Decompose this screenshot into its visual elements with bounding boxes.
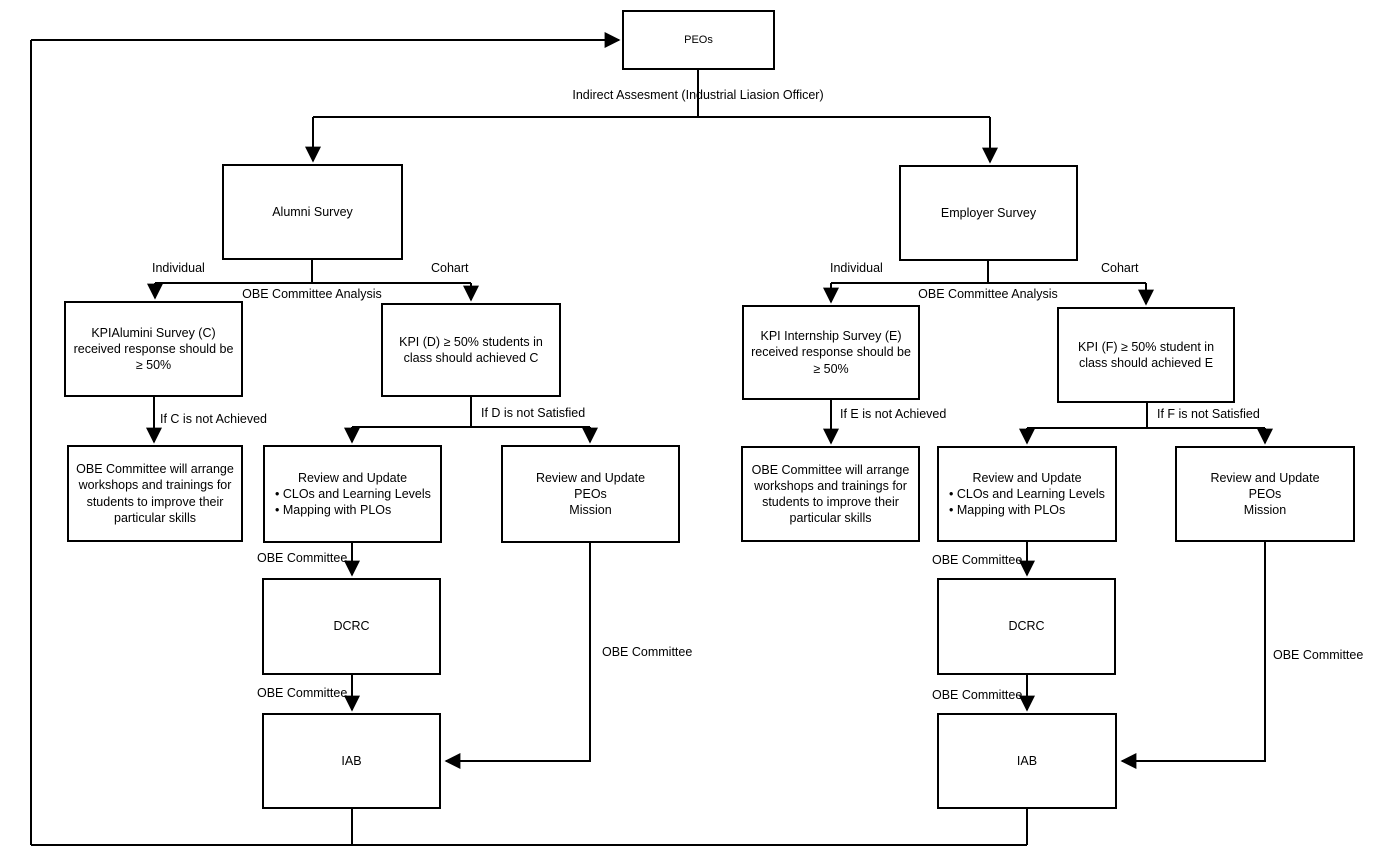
if-c-not-achieved-label: If C is not Achieved [160,412,268,426]
kpi-d-label: KPI (D) ≥ 50% students in class should a… [399,334,543,365]
dcrc-node-left: DCRC [262,578,441,675]
iab-node-left: IAB [262,713,441,809]
obe-committee-label-right-2: OBE Committee [932,688,1023,702]
review-clo-node-left: Review and Update CLOs and Learning Leve… [263,445,442,543]
individual-label-right: Individual [830,261,883,275]
kpi-internship-survey-label: KPI Internship Survey (E) received respo… [751,329,911,376]
kpi-alumni-survey-label: KPIAlumini Survey (C) received response … [73,325,234,373]
connector-mission-to-iab-right [1120,542,1266,769]
alumni-survey-label: Alumni Survey [272,204,353,219]
iab-left-label: IAB [341,753,362,768]
dcrc-node-right: DCRC [937,578,1116,675]
cohart-label-left: Cohart [431,261,469,275]
workshops-right-label: OBE Committee will arrange workshops and… [751,462,910,526]
kpi-d-node: KPI (D) ≥ 50% students in class should a… [381,303,561,397]
kpi-alumni-survey-node: KPIAlumini Survey (C) received response … [64,301,243,397]
review-peos-node-right: Review and Update PEOs Mission [1175,446,1355,542]
if-d-not-satisfied-label: If D is not Satisfied [481,406,586,420]
review-clo-right-bullets: CLOs and Learning Levels Mapping with PL… [945,486,1105,519]
peos-node: PEOs [622,10,775,70]
cohart-label-right: Cohart [1101,261,1139,275]
iab-node-right: IAB [937,713,1117,809]
obe-committee-analysis-label-left: OBE Committee Analysis [242,287,382,301]
obe-committee-analysis-label-right: OBE Committee Analysis [918,287,1058,301]
review-clo-left-bullets: CLOs and Learning Levels Mapping with PL… [271,486,431,519]
workshops-left-label: OBE Committee will arrange workshops and… [76,462,234,525]
obe-committee-label-right-mission: OBE Committee [1273,648,1364,662]
review-clo-left-title: Review and Update [297,470,408,485]
if-f-not-satisfied-label: If F is not Satisfied [1157,407,1260,421]
obe-committee-label-right-1: OBE Committee [932,553,1023,567]
if-e-not-achieved-label: If E is not Achieved [840,407,947,421]
review-clo-right-bullet-1: CLOs and Learning Levels [949,486,1105,502]
review-peos-node-left: Review and Update PEOs Mission [501,445,680,543]
iab-right-label: IAB [1016,753,1038,768]
kpi-f-label: KPI (F) ≥ 50% student in class should ac… [1077,339,1215,370]
kpi-internship-survey-node: KPI Internship Survey (E) received respo… [742,305,920,400]
employer-survey-label: Employer Survey [940,205,1037,220]
review-peos-left-label: Review and Update PEOs Mission [535,470,646,518]
employer-survey-node: Employer Survey [899,165,1078,261]
dcrc-right-label: DCRC [1008,619,1045,634]
workshops-node-left: OBE Committee will arrange workshops and… [67,445,243,542]
review-peos-right-label: Review and Update PEOs Mission [1210,470,1320,518]
review-clo-left-bullet-1: CLOs and Learning Levels [275,486,431,502]
obe-committee-label-left-1: OBE Committee [257,551,348,565]
individual-label-left: Individual [152,261,205,275]
alumni-survey-node: Alumni Survey [222,164,403,260]
peos-node-label: PEOs [684,33,713,46]
obe-committee-label-left-mission: OBE Committee [602,645,693,659]
kpi-f-node: KPI (F) ≥ 50% student in class should ac… [1057,307,1235,403]
indirect-assessment-label: Indirect Assesment (Industrial Liasion O… [572,88,824,102]
connector-mission-to-iab-left [444,543,591,769]
review-clo-left-bullet-2: Mapping with PLOs [275,502,431,518]
review-clo-node-right: Review and Update CLOs and Learning Leve… [937,446,1117,542]
obe-committee-label-left-2: OBE Committee [257,686,348,700]
review-clo-right-title: Review and Update [972,470,1082,485]
review-clo-right-bullet-2: Mapping with PLOs [949,502,1105,518]
dcrc-left-label: DCRC [333,619,370,634]
workshops-node-right: OBE Committee will arrange workshops and… [741,446,920,542]
